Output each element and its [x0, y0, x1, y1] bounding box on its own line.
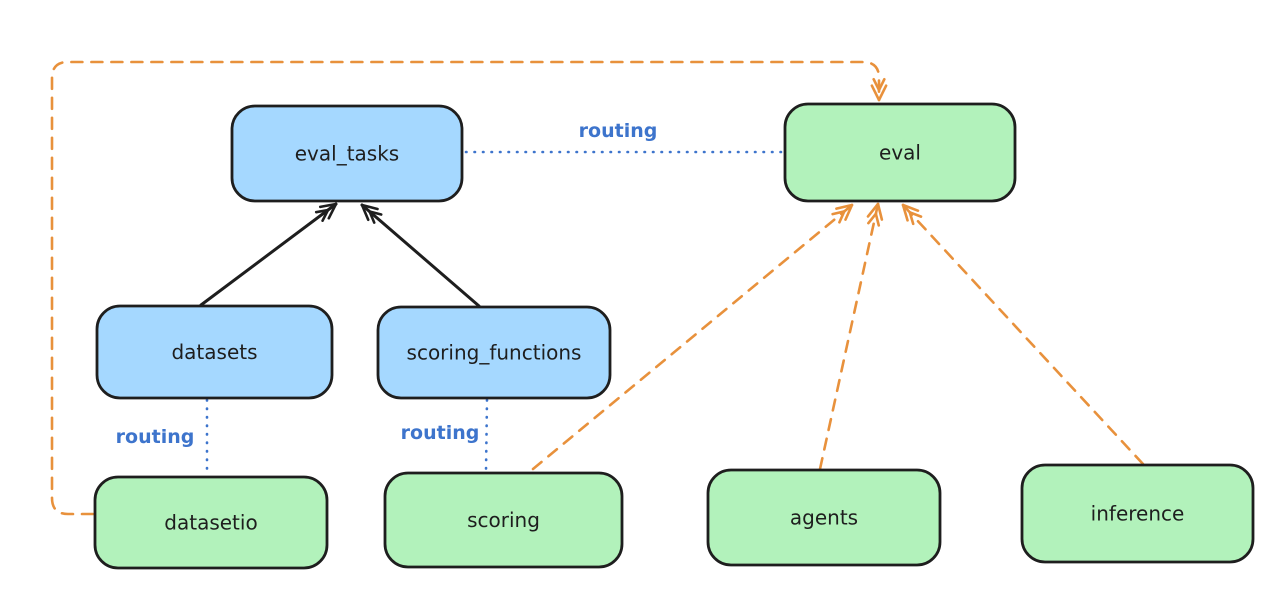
node-datasetio-box: [93, 475, 329, 570]
node-eval-box: [783, 102, 1017, 203]
node-eval-label: eval: [879, 141, 921, 165]
edge-scoring-to-eval-arrowhead: [844, 203, 854, 221]
edge-datasetio-to-eval-arrowhead: [877, 77, 886, 92]
edge-eval_tasks-to-eval-label: routing: [579, 120, 658, 142]
edge-agents-to-eval-arrowhead: [874, 212, 881, 227]
nodes-layer: eval_tasks eval datasets scoring_functionsd…: [93, 102, 1255, 570]
edge-datasetio-to-eval-arrowhead: [870, 84, 881, 102]
node-datasets-box: [95, 304, 334, 400]
edge-scoring_functions-to-eval_tasks-arrowhead: [360, 203, 379, 211]
edge-labels-layer: routing routing routing: [116, 120, 658, 448]
edge-datasets-to-datasetio-label: routing: [116, 426, 195, 448]
node-scoring_functions-label: scoring_functions: [407, 341, 582, 365]
edge-agents-to-eval-arrowhead: [867, 212, 878, 225]
edge-datasets-to-eval_tasks-arrowhead: [321, 208, 330, 222]
edge-inference-to-eval-arrowhead: [901, 203, 920, 212]
edge-scoring-to-eval-arrowhead: [831, 210, 846, 216]
node-agents: agents: [706, 468, 942, 567]
edge-datasets-to-eval_tasks-arrowhead: [314, 208, 330, 214]
node-eval_tasks-label: eval_tasks: [295, 142, 399, 166]
edge-datasets-to-eval_tasks-arrowhead: [318, 202, 338, 209]
edge-scoring-to-eval: [531, 203, 854, 471]
edge-datasets-to-eval_tasks: [199, 202, 338, 307]
edge-datasets-to-eval_tasks-arrowhead: [327, 202, 338, 220]
node-scoring_functions-box: [376, 305, 612, 400]
edge-inference-to-eval: [901, 203, 1145, 466]
node-datasetio-label: datasetio: [164, 511, 257, 535]
node-inference: inference: [1020, 463, 1255, 564]
edge-scoring_functions-to-eval_tasks: [360, 203, 481, 308]
node-eval: eval: [783, 102, 1017, 203]
edge-datasetio-to-eval-arrowhead: [872, 77, 881, 92]
node-datasets: datasets: [95, 304, 334, 400]
node-eval_tasks: eval_tasks: [230, 104, 464, 203]
node-agents-box: [706, 468, 942, 567]
node-datasetio: datasetio: [93, 475, 329, 570]
edge-scoring_functions-to-eval_tasks-arrowhead: [368, 210, 376, 224]
node-inference-box: [1020, 463, 1255, 564]
edge-inference-to-eval-arrowhead: [908, 211, 923, 218]
edge-scoring_functions-to-scoring-label: routing: [401, 422, 480, 444]
node-inference-label: inference: [1091, 502, 1185, 526]
edge-agents-to-eval: [818, 202, 880, 471]
edge-scoring_functions-to-eval_tasks-arrowhead: [360, 203, 370, 222]
edge-inference-to-eval-arrowhead: [908, 211, 915, 226]
node-scoring_functions: scoring_functions: [376, 305, 612, 400]
node-eval_tasks-box: [230, 104, 464, 203]
edge-agents-to-eval-arrowhead: [876, 202, 884, 221]
node-scoring: scoring: [383, 471, 624, 569]
node-datasets-label: datasets: [171, 340, 257, 364]
edge-inference-to-eval-arrowhead: [901, 203, 909, 222]
edge-scoring-to-eval-arrowhead: [835, 203, 854, 210]
edge-scoring-to-eval-arrowhead: [838, 210, 846, 224]
edge-datasetio-to-eval: [50, 60, 881, 516]
edge-datasetio-to-eval-arrowhead: [877, 84, 888, 102]
edge-scoring_functions-to-eval_tasks-arrowhead: [368, 210, 383, 216]
edge-scoring_functions-to-scoring: [484, 398, 489, 473]
node-agents-label: agents: [790, 506, 858, 530]
node-scoring-label: scoring: [467, 508, 540, 532]
node-scoring-box: [383, 471, 624, 569]
edges-layer: [50, 60, 1145, 516]
edge-agents-to-eval-arrowhead: [866, 202, 880, 218]
